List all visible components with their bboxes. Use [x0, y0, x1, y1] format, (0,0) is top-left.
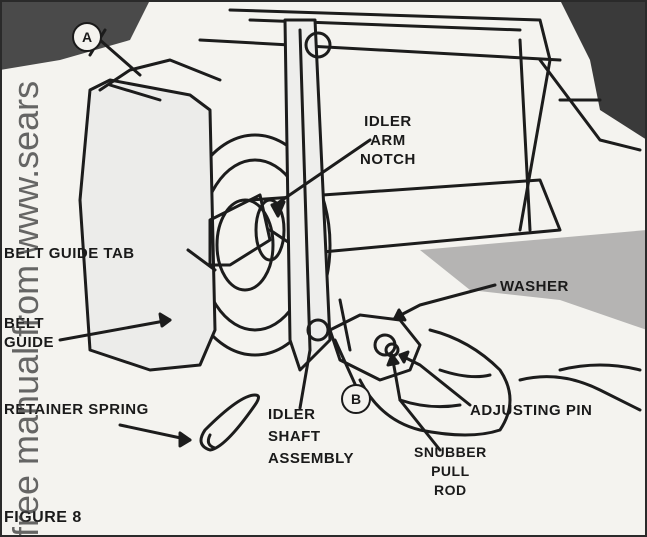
label-idler-shaft-assembly-line-1: IDLER	[268, 406, 316, 423]
callout-a: A	[72, 22, 102, 52]
label-idler-arm-notch-line-2: ARM	[370, 132, 406, 149]
label-idler-arm-notch-line-1: IDLER	[364, 113, 412, 130]
label-idler-arm-notch-line-3: NOTCH	[360, 151, 416, 168]
figure-caption: FIGURE 8	[4, 509, 82, 526]
label-snubber-pull-rod-line-3: ROD	[434, 482, 467, 498]
label-washer: WASHER	[500, 278, 569, 295]
label-snubber-pull-rod-line-1: SNUBBER	[414, 444, 487, 460]
label-belt-guide: BELT GUIDE	[4, 314, 54, 352]
label-retainer-spring: RETAINER SPRING	[4, 401, 149, 418]
label-idler-shaft-assembly-line-2: SHAFT	[268, 428, 321, 445]
callout-b: B	[341, 384, 371, 414]
label-belt-guide-tab: BELT GUIDE TAB	[4, 245, 135, 262]
label-idler-arm-notch: IDLER ARM NOTCH	[360, 112, 416, 169]
label-snubber-pull-rod-line-2: PULL	[431, 463, 470, 479]
label-idler-shaft-assembly-line-3: ASSEMBLY	[268, 450, 354, 467]
label-belt-guide-line-1: BELT	[4, 315, 45, 332]
label-idler-shaft-assembly: IDLER SHAFT ASSEMBLY	[268, 404, 354, 470]
label-belt-guide-line-2: GUIDE	[4, 334, 55, 351]
label-snubber-pull-rod: SNUBBER PULL ROD	[414, 443, 487, 500]
label-adjusting-pin: ADJUSTING PIN	[470, 402, 593, 419]
watermark-text: free manual from www.sears	[6, 80, 46, 537]
